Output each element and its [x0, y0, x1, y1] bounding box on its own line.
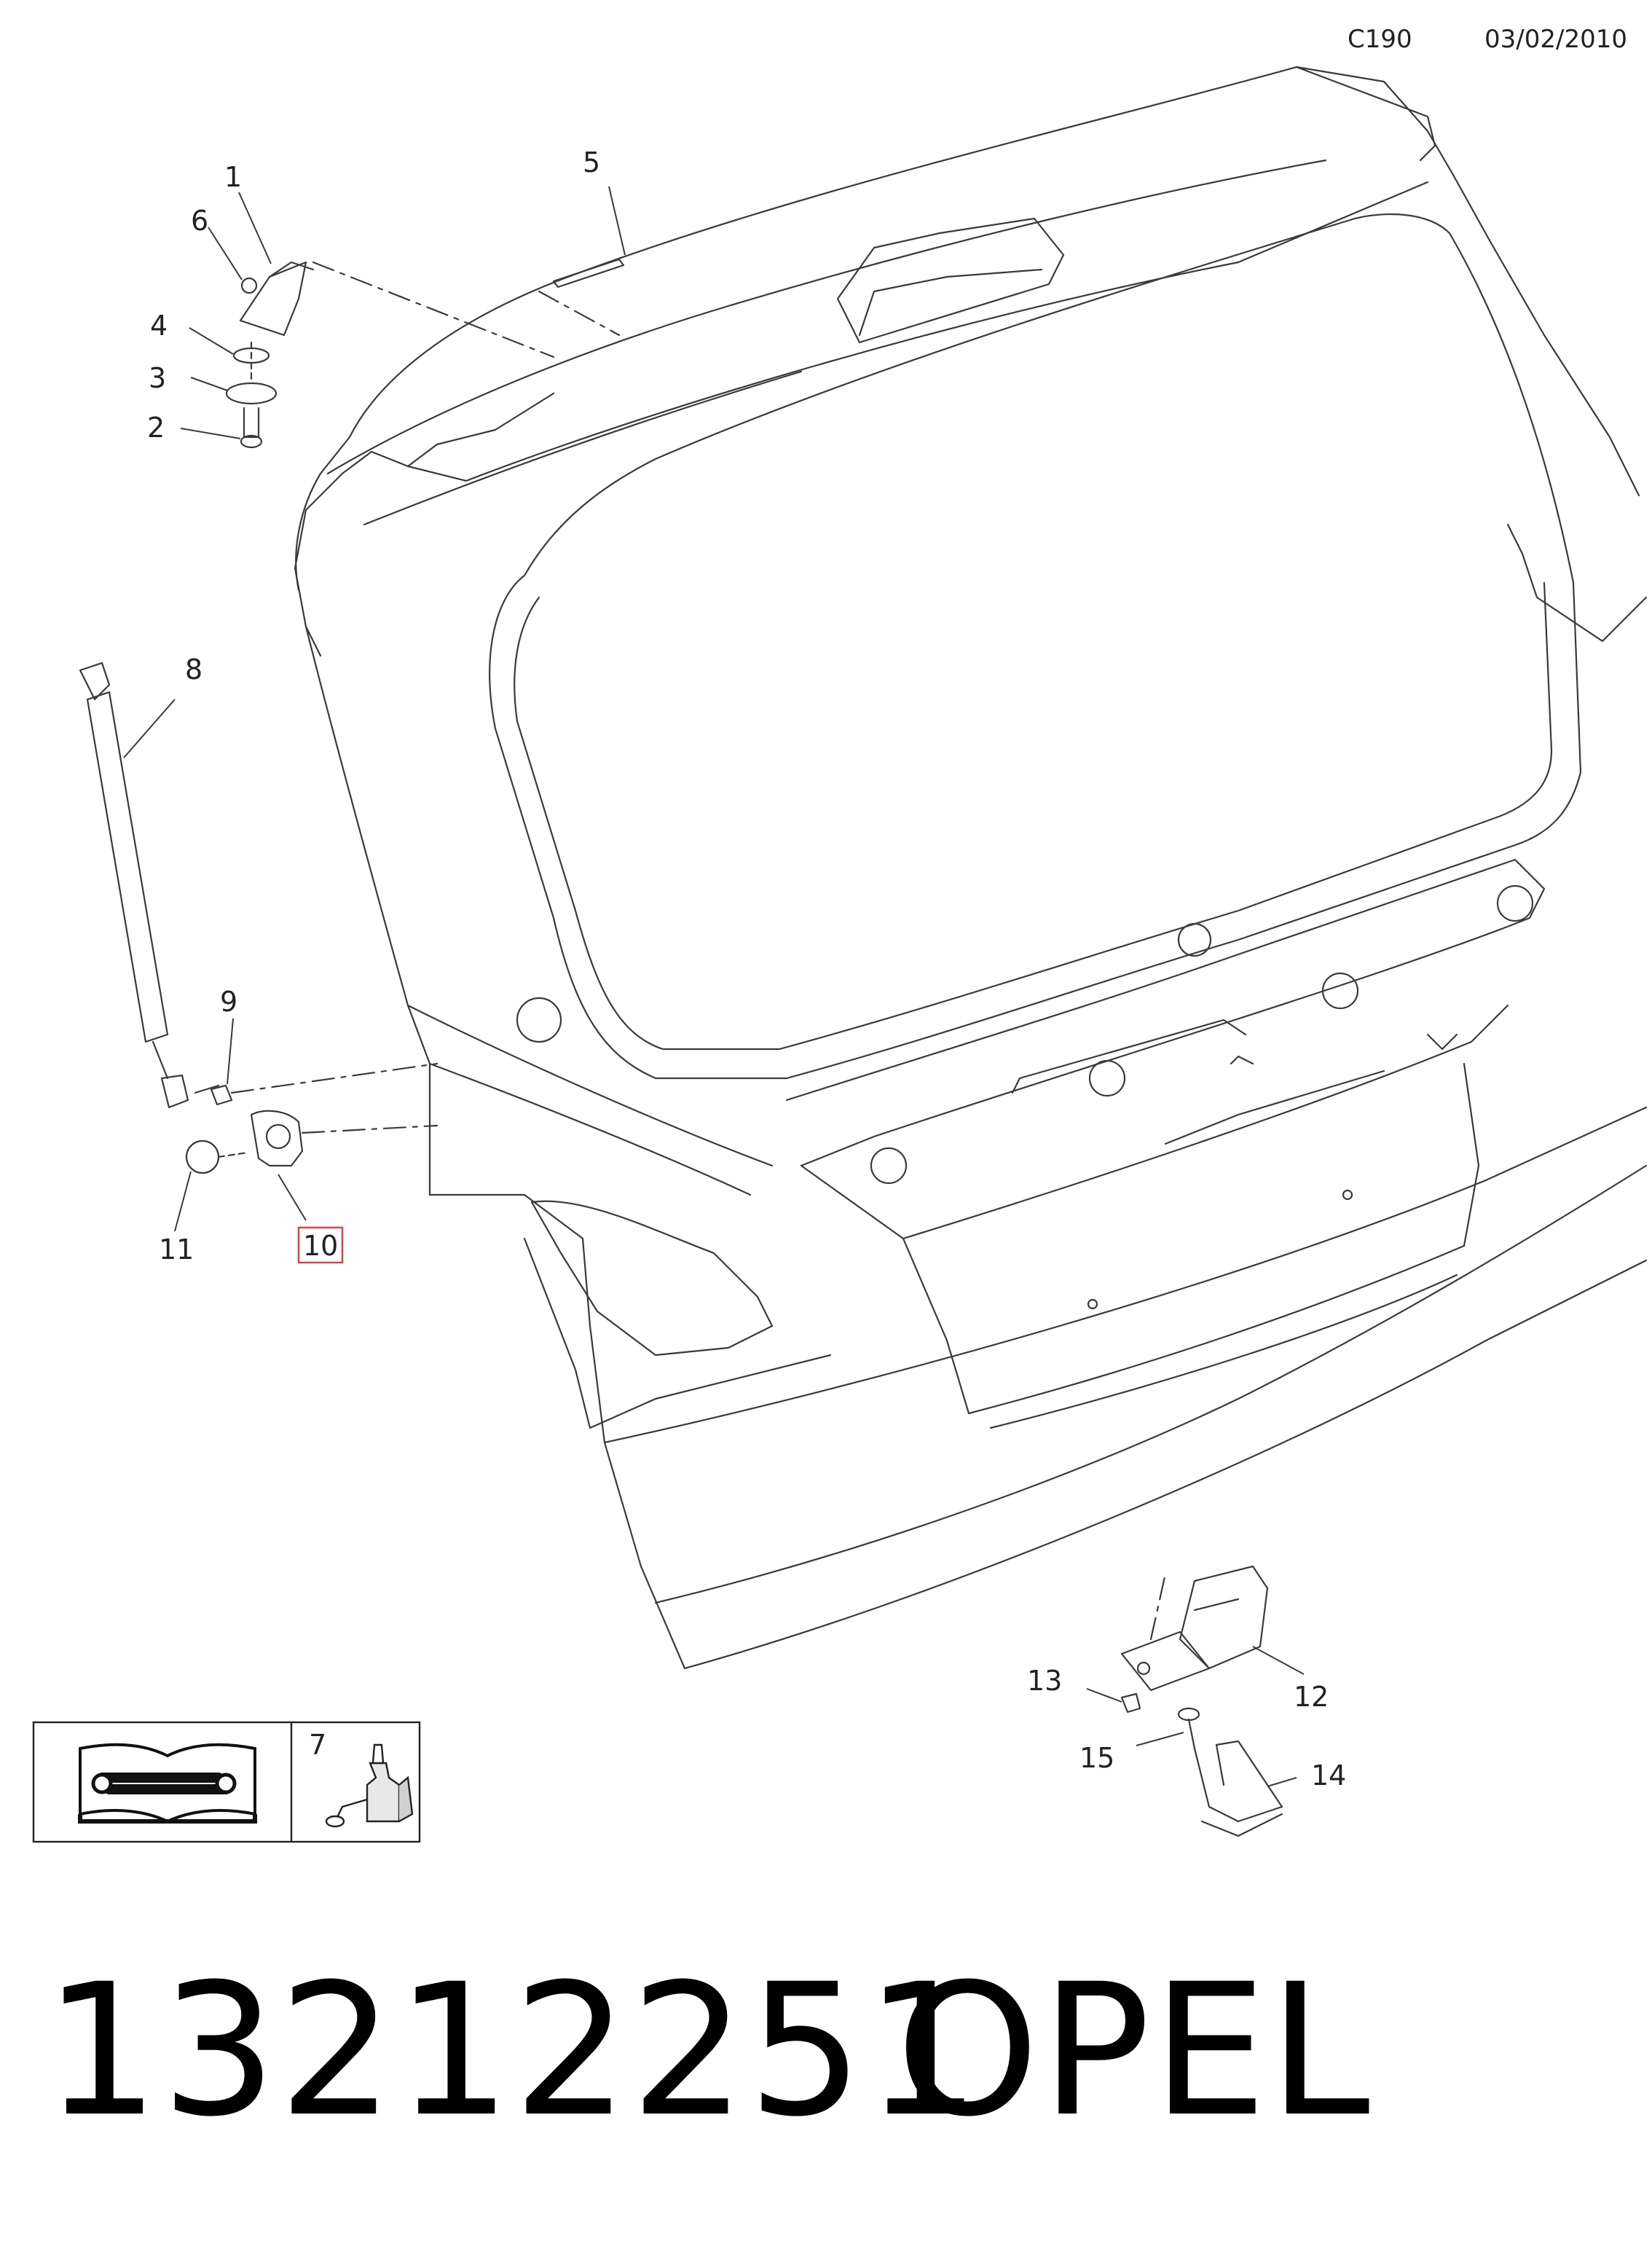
diagram-date: 03/02/2010 [1484, 25, 1627, 54]
callout-15: 15 [1079, 1742, 1114, 1774]
callout-10: 10 [303, 1230, 338, 1262]
callout-3: 3 [149, 362, 166, 394]
callout-13: 13 [1027, 1665, 1062, 1697]
callout-2: 2 [147, 412, 165, 444]
tailgate-body [294, 66, 1648, 1670]
lock-screw [1120, 1692, 1200, 1750]
callout-8: 8 [185, 654, 202, 686]
rear-spoiler [341, 181, 1429, 482]
leader-lines [123, 186, 1305, 1787]
hinge-assembly [225, 261, 555, 449]
callout-14: 14 [1311, 1759, 1346, 1791]
lock-striker [1193, 1740, 1283, 1837]
adhesive-bottle-icon [325, 1743, 414, 1828]
callout-5: 5 [583, 146, 600, 178]
part-number: 13212251 [44, 1944, 983, 2156]
reference-box [32, 1721, 421, 1843]
callout-11: 11 [159, 1233, 194, 1265]
callout-10-highlight [297, 1226, 344, 1264]
ball-stud [210, 1062, 438, 1106]
brand-name: OPEL [896, 1944, 1372, 2156]
callout-9: 9 [220, 986, 237, 1018]
gas-strut [79, 662, 220, 1109]
tailgate-lower-panel [516, 858, 1546, 1429]
callout-1: 1 [224, 161, 242, 193]
hinge-pin [538, 258, 625, 337]
seal-ring [185, 1139, 249, 1174]
repair-manual-icon [78, 1743, 257, 1824]
callout-7: 7 [309, 1729, 326, 1761]
callout-6: 6 [191, 205, 208, 237]
diagram-code: C190 [1348, 25, 1412, 54]
callout-4: 4 [150, 310, 168, 342]
rear-window [489, 213, 1648, 1080]
tailgate-lock [1120, 1565, 1269, 1692]
callout-12: 12 [1294, 1681, 1329, 1713]
strut-bracket [250, 1110, 438, 1167]
